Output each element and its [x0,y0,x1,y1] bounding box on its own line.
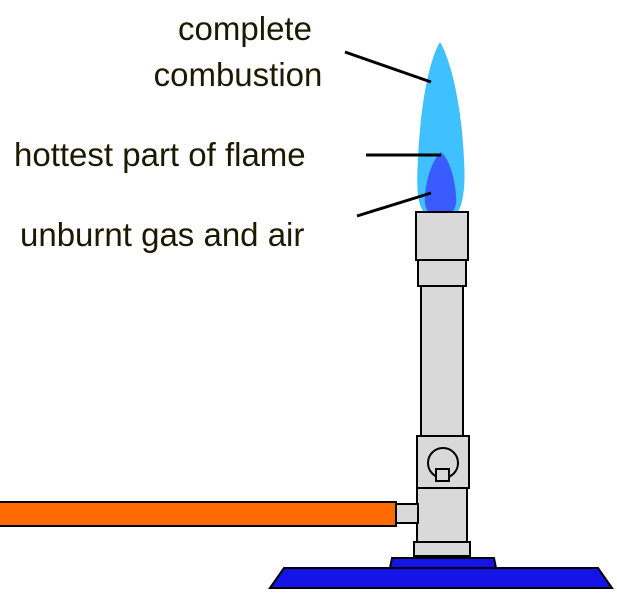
pointer-line-unburnt [356,191,432,218]
gas-inlet-nozzle [395,503,419,524]
burner-collar [415,211,469,261]
burner-collar-ring [417,259,467,287]
gas-hose [0,501,397,527]
flame [417,42,465,213]
burner-lower-body [416,487,468,544]
air-hole-inner [435,468,450,482]
burner-neck [413,541,471,557]
label-complete-line1: complete [178,10,312,47]
label-complete-line2: combustion [154,56,323,93]
outer-flame [417,42,465,212]
burner-base-top [388,557,498,569]
label-hottest: hottest part of flame [14,136,306,173]
label-unburnt: unburnt gas and air [20,216,304,253]
pointer-line-complete [344,50,432,84]
burner-barrel [420,285,464,437]
burner-base [268,567,614,589]
inner-flame [424,152,457,213]
